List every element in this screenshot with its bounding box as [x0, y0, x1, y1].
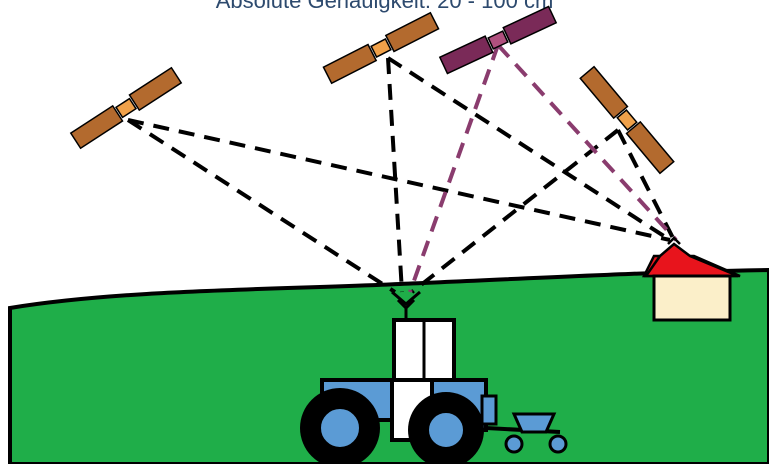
signal-sat4-tractor	[412, 130, 618, 292]
satellite-icon	[71, 68, 181, 148]
house-icon	[644, 238, 740, 320]
satellite-icon	[323, 13, 438, 84]
signal-sat2-tractor	[388, 58, 402, 292]
correction-signals	[410, 45, 676, 292]
satellite-icon	[580, 67, 673, 174]
signal-sat2-house	[388, 58, 670, 240]
signal-sat1-tractor	[128, 120, 395, 292]
correction-satellite-icon	[440, 6, 556, 73]
correction-to-tractor	[410, 45, 498, 292]
